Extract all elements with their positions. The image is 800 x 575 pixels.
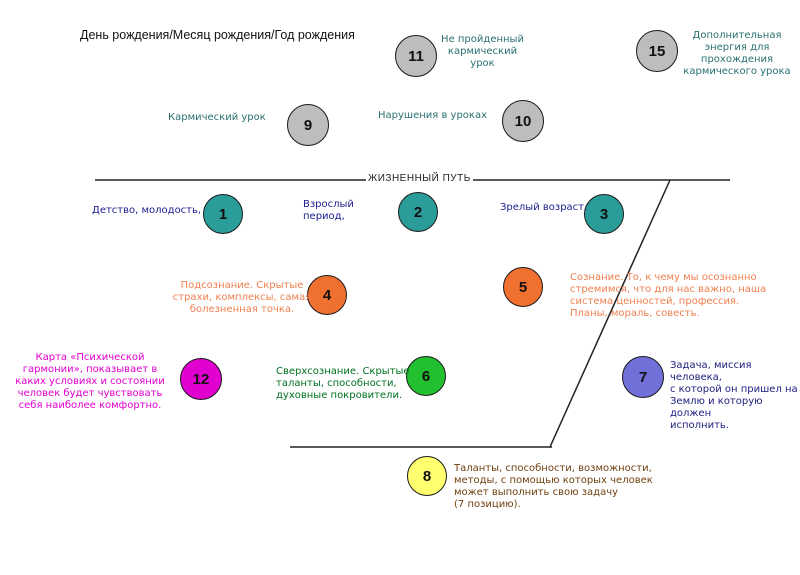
life-path-diagonal-line bbox=[549, 179, 671, 448]
position-text-4: Подсознание. Скрытые страхи, комплексы, … bbox=[172, 280, 312, 315]
position-circle-11: 11 bbox=[395, 35, 437, 77]
position-text-2: Взрослый период, bbox=[303, 199, 354, 222]
position-text-9: Кармический урок bbox=[168, 112, 266, 123]
position-circle-9: 9 bbox=[287, 104, 329, 146]
position-text-15: Дополнительная энергия для прохождения к… bbox=[683, 30, 791, 77]
life-path-label: ЖИЗНЕННЫЙ ПУТЬ bbox=[366, 173, 473, 184]
diagram-title: День рождения/Месяц рождения/Год рождени… bbox=[80, 28, 355, 42]
position-circle-8: 8 bbox=[407, 456, 447, 496]
position-text-3: Зрелый возраст. bbox=[500, 202, 588, 213]
position-text-8: Таланты, способности, возможности, метод… bbox=[454, 463, 653, 510]
position-circle-7: 7 bbox=[622, 356, 664, 398]
position-text-6: Сверхсознание. Скрытые таланты, способно… bbox=[276, 366, 410, 401]
position-circle-6: 6 bbox=[406, 356, 446, 396]
position-text-5: Сознание. То, к чему мы осознанно стреми… bbox=[570, 272, 767, 319]
position-circle-5: 5 bbox=[503, 267, 543, 307]
position-text-1: Детство, молодость, bbox=[92, 205, 202, 216]
position-circle-10: 10 bbox=[502, 100, 544, 142]
position-text-11: Не пройденный кармический урок bbox=[441, 34, 524, 69]
position-text-10: Нарушения в уроках bbox=[378, 110, 487, 121]
position-circle-2: 2 bbox=[398, 192, 438, 232]
position-circle-12: 12 bbox=[180, 358, 222, 400]
position-text-12: Карта «Психической гармонии», показывает… bbox=[15, 352, 165, 411]
position-text-7: Задача, миссия человека, с которой он пр… bbox=[670, 360, 798, 431]
position-circle-4: 4 bbox=[307, 275, 347, 315]
position-circle-1: 1 bbox=[203, 194, 243, 234]
position-circle-3: 3 bbox=[584, 194, 624, 234]
position-circle-15: 15 bbox=[636, 30, 678, 72]
